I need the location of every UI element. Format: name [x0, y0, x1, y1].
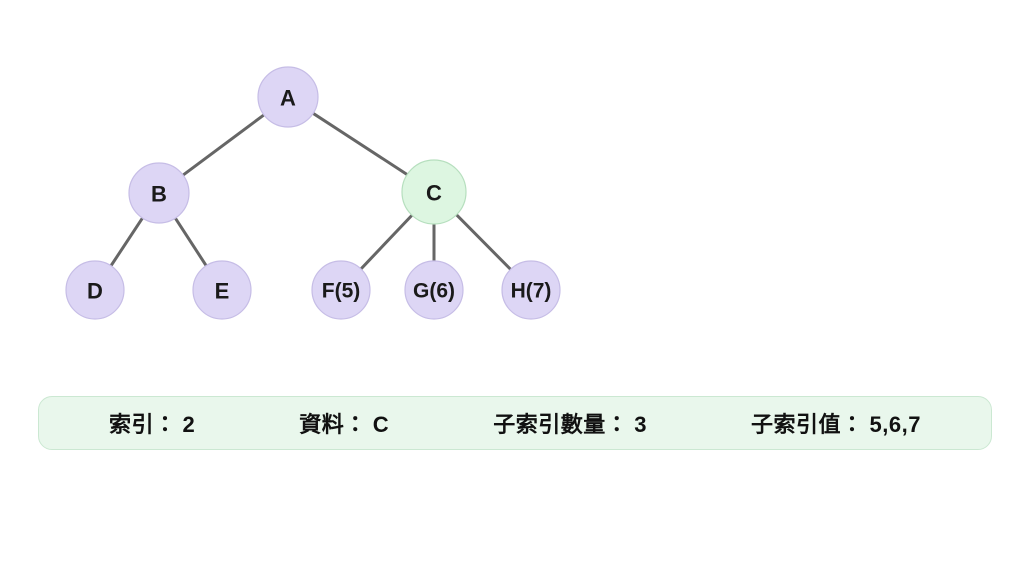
tree-node-circle-g[interactable]	[404, 260, 464, 320]
info-item-value-2: 3	[634, 412, 647, 437]
info-item-1: 資料：C	[299, 407, 389, 439]
info-item-label-2: 子索引數量：	[493, 412, 629, 437]
tree-diagram: A B C D E F(5) G(6) H(7)	[65, 66, 561, 320]
info-item-3: 子索引值：5,6,7	[751, 407, 921, 439]
tree-node-label-f: F(5)	[322, 280, 361, 303]
tree-node-circle-d[interactable]	[65, 260, 125, 320]
info-item-0: 索引：2	[109, 407, 195, 439]
tree-node-label-a: A	[280, 86, 296, 111]
info-item-label-3: 子索引值：	[750, 412, 864, 437]
tree-node-d[interactable]: D	[65, 260, 125, 320]
info-item-value-1: C	[372, 412, 390, 437]
tree-edge-c-f	[358, 212, 415, 272]
tree-edge-b-e	[173, 215, 209, 269]
tree-node-label-h: H(7)	[511, 280, 552, 303]
info-item-value-0: 2	[182, 412, 196, 437]
tree-node-label-g: G(6)	[413, 280, 455, 303]
info-bar: 索引：2 資料：C 子索引數量：3 子索引值：5,6,7	[38, 396, 992, 450]
tree-node-label-d: D	[87, 279, 103, 304]
info-item-label-1: 資料：	[299, 412, 367, 437]
tree-node-circle-f[interactable]	[311, 260, 371, 320]
info-item-value-3: 5,6,7	[869, 412, 921, 437]
tree-edge-c-h	[454, 212, 513, 272]
tree-node-c[interactable]: C	[401, 159, 467, 225]
tree-edge-b-d	[108, 215, 145, 269]
tree-node-circle-c[interactable]	[401, 159, 467, 225]
tree-node-label-c: C	[426, 181, 442, 206]
tree-node-circle-b[interactable]	[128, 162, 190, 224]
info-item-2: 子索引數量：3	[493, 407, 647, 439]
tree-edge-a-b	[180, 112, 267, 178]
tree-node-g[interactable]: G(6)	[404, 260, 464, 320]
tree-node-e[interactable]: E	[192, 260, 252, 320]
tree-node-f[interactable]: F(5)	[311, 260, 371, 320]
tree-edge-a-c	[310, 111, 410, 177]
tree-node-a[interactable]: A	[257, 66, 319, 128]
info-item-label-0: 索引：	[109, 412, 177, 437]
tree-node-label-b: B	[151, 182, 167, 207]
tree-node-h[interactable]: H(7)	[501, 260, 561, 320]
tree-node-b[interactable]: B	[128, 162, 190, 224]
tree-node-circle-h[interactable]	[501, 260, 561, 320]
tree-nodes-group: A B C D E F(5) G(6) H(7)	[65, 66, 561, 320]
tree-edges-group	[108, 111, 513, 272]
tree-node-circle-a[interactable]	[257, 66, 319, 128]
tree-node-circle-e[interactable]	[192, 260, 252, 320]
tree-node-label-e: E	[215, 279, 230, 304]
